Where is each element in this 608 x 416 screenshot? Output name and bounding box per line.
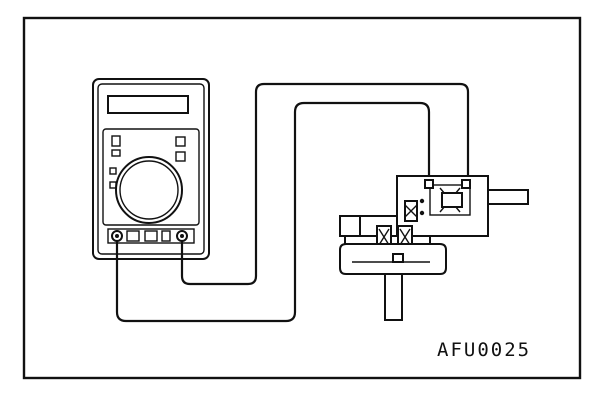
multimeter-icon [92,78,210,260]
multimeter-button-icon [111,135,121,147]
diagram-frame [22,16,582,380]
multimeter-display [107,95,189,114]
valve-terminal [424,179,434,189]
figure-reference-code: AFU0025 [437,339,532,361]
test-lead-wires [115,82,470,323]
solenoid-valve-icon [339,175,529,321]
multimeter-dial [115,156,183,224]
